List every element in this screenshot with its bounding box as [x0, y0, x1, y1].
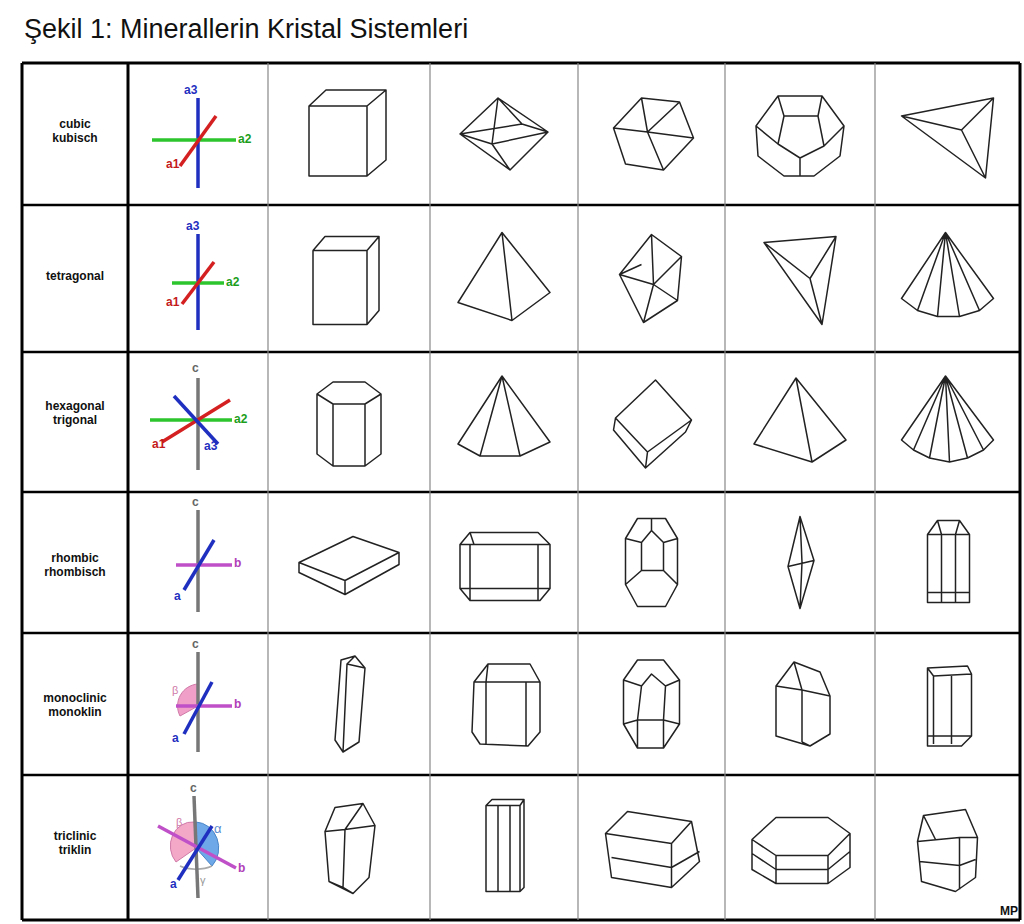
grid-line: [22, 62, 1020, 65]
crystal-shape: [299, 537, 399, 595]
crystal-shape: [756, 96, 844, 176]
axis-label: a2: [234, 413, 247, 427]
row-header: trigonal: [22, 414, 128, 428]
axis-label: b: [234, 698, 241, 712]
row-header: rhombic: [22, 552, 128, 566]
crystal-shape: [626, 519, 678, 607]
row-header: monoclinic: [22, 692, 128, 706]
crystal-shape: [313, 237, 379, 325]
axis-label: a3: [186, 220, 199, 234]
crystal-shape: [317, 382, 381, 466]
crystal-shape: [788, 517, 814, 609]
crystal-axis: [196, 652, 200, 752]
grid-line: [22, 491, 1020, 494]
crystal-shape: [325, 804, 375, 894]
crystal-axis: [182, 262, 214, 304]
row-header: cubic: [22, 118, 128, 132]
crystal-shape: [928, 521, 970, 603]
crystal-shape: [458, 233, 550, 321]
crystal-axis: [150, 418, 232, 422]
axis-label: a3: [204, 440, 217, 454]
axis-label: a: [170, 878, 177, 892]
row-header: kubisch: [22, 132, 128, 146]
crystal-shape: [614, 380, 692, 468]
axis-label: β: [172, 684, 178, 697]
crystal-shape: [902, 98, 994, 178]
crystal-shape: [606, 812, 700, 888]
grid-line: [874, 63, 875, 920]
crystal-axis: [176, 563, 232, 567]
axis-label: a3: [184, 84, 197, 98]
row-header: hexagonal: [22, 400, 128, 414]
crystal-axis: [184, 540, 214, 590]
crystal-shape: [335, 656, 365, 752]
crystal-shape: [486, 800, 524, 892]
grid-line: [22, 774, 1020, 777]
grid-line: [22, 351, 1020, 354]
axis-label: γ: [200, 874, 206, 887]
grid-line: [22, 919, 1020, 922]
row-header: triclinic: [22, 830, 128, 844]
crystal-shape: [902, 376, 994, 462]
axis-label: a1: [152, 438, 165, 452]
grid-line: [22, 204, 1020, 207]
row-header: monoklin: [22, 706, 128, 720]
axis-label: b: [234, 557, 241, 571]
crystal-axis: [176, 704, 232, 708]
crystal-axis: [180, 116, 216, 166]
axis-label: a: [172, 732, 179, 746]
grid-line: [22, 632, 1020, 635]
axis-label: a2: [226, 276, 239, 290]
grid-line: [1019, 63, 1022, 920]
crystal-axis: [174, 396, 218, 444]
grid-line: [21, 63, 24, 920]
row-header: tetragonal: [22, 270, 128, 284]
crystal-shape: [460, 533, 550, 601]
grid-line: [127, 63, 130, 920]
crystal-shape: [309, 90, 386, 176]
axis-label: c: [192, 638, 199, 652]
grid-line: [577, 63, 578, 920]
row-header: triklin: [22, 844, 128, 858]
crystal-shape: [776, 662, 830, 746]
axis-label: β: [176, 816, 182, 829]
crystal-axis: [178, 826, 212, 880]
crystal-shape: [752, 818, 850, 884]
axis-label: a1: [166, 158, 179, 172]
crystal-axis: [196, 510, 200, 612]
grid-line: [724, 63, 725, 920]
crystal-axis: [184, 682, 212, 734]
crystal-shape: [928, 666, 972, 746]
crystal-shape: [764, 237, 836, 325]
crystal-shape: [902, 233, 994, 317]
axis-label: a2: [238, 133, 251, 147]
crystal-shape: [918, 810, 978, 892]
crystal-shape: [624, 660, 680, 748]
axis-label: a1: [166, 296, 179, 310]
crystal-shape: [460, 98, 548, 170]
axis-label: a: [174, 590, 181, 604]
author-mark: MP: [1000, 905, 1018, 919]
figure-title: Şekil 1: Minerallerin Kristal Sistemleri: [24, 14, 468, 45]
row-header: rhombisch: [22, 566, 128, 580]
grid-line: [267, 63, 268, 920]
crystal-axis: [152, 138, 236, 142]
crystal-shape: [620, 235, 682, 323]
axis-label: c: [192, 362, 199, 376]
axis-label: b: [238, 862, 245, 876]
grid-line: [429, 63, 430, 920]
axis-label: α: [214, 822, 222, 837]
crystal-shape: [614, 98, 694, 170]
crystal-shape: [472, 664, 540, 746]
axis-label: c: [190, 782, 197, 796]
axis-label: c: [192, 496, 199, 510]
crystal-shape: [458, 376, 550, 456]
crystal-shape: [754, 378, 846, 462]
